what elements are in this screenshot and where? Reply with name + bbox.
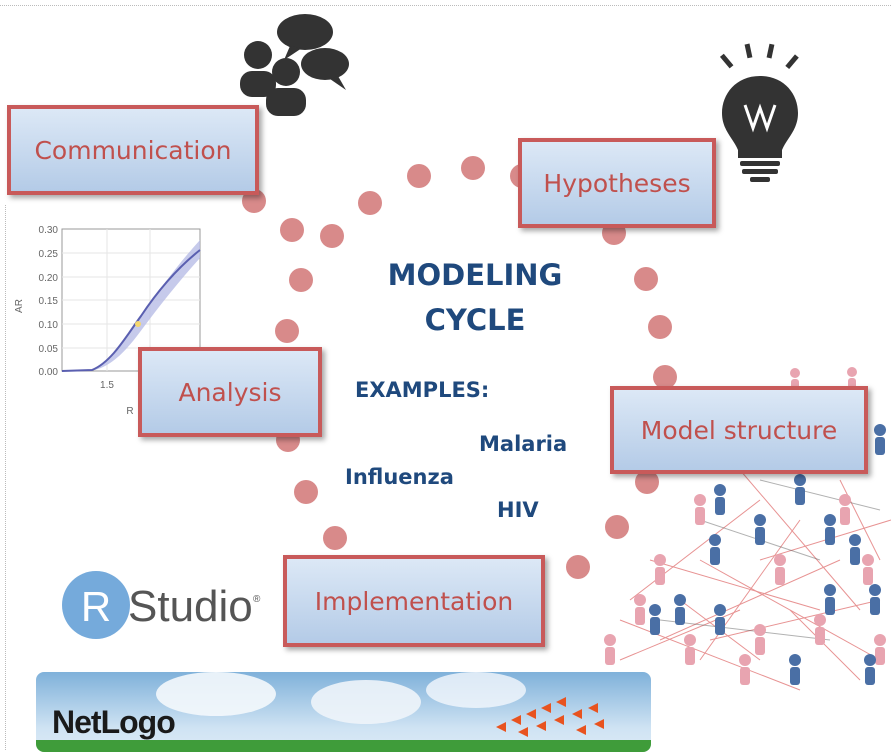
analysis-label: Analysis — [178, 377, 282, 407]
slide-border-top — [0, 5, 891, 6]
y-axis-label: AR — [14, 299, 25, 313]
x-tick: 1.5 — [100, 380, 114, 391]
y-tick: 0.20 — [39, 273, 59, 284]
netlogo-banner: NetLogo — [36, 672, 651, 752]
netlogo-title: NetLogo — [52, 704, 176, 740]
netlogo-clouds — [156, 672, 604, 737]
implementation-box: Implementation — [283, 555, 545, 647]
example-hiv: HIV — [497, 498, 539, 522]
lightbulb-icon — [719, 43, 799, 182]
analysis-box: Analysis — [138, 347, 322, 437]
rstudio-letter: R — [81, 583, 111, 630]
y-tick: 0.00 — [39, 367, 59, 378]
cycle-title: MODELING CYCLE — [370, 253, 580, 343]
y-tick: 0.30 — [39, 225, 59, 236]
examples-label: EXAMPLES: — [355, 378, 490, 402]
communication-box: Communication — [7, 105, 259, 195]
hypotheses-label: Hypotheses — [543, 168, 691, 198]
social-network-icon — [604, 367, 891, 691]
turtles-icon — [496, 697, 604, 737]
cycle-title-line1: MODELING — [387, 258, 563, 292]
rstudio-logo-icon — [62, 571, 130, 639]
y-tick: 0.10 — [39, 320, 59, 331]
y-tick: 0.05 — [39, 344, 59, 355]
model-structure-label: Model structure — [640, 415, 838, 445]
model-structure-box: Model structure — [610, 386, 868, 474]
y-tick: 0.15 — [39, 296, 59, 307]
y-tick: 0.25 — [39, 249, 59, 260]
example-malaria: Malaria — [479, 432, 568, 456]
rstudio-name: Studio — [128, 582, 253, 631]
slide-border-left — [5, 205, 6, 750]
x-axis-label: R — [126, 406, 133, 417]
implementation-label: Implementation — [314, 586, 514, 616]
cycle-title-line2: CYCLE — [424, 303, 526, 337]
example-influenza: Influenza — [345, 465, 454, 489]
hypotheses-box: Hypotheses — [518, 138, 716, 228]
communication-label: Communication — [34, 135, 232, 165]
rstudio-registered-mark: ® — [253, 594, 261, 605]
people-talking-icon — [240, 14, 349, 116]
netlogo-grass — [36, 740, 651, 752]
